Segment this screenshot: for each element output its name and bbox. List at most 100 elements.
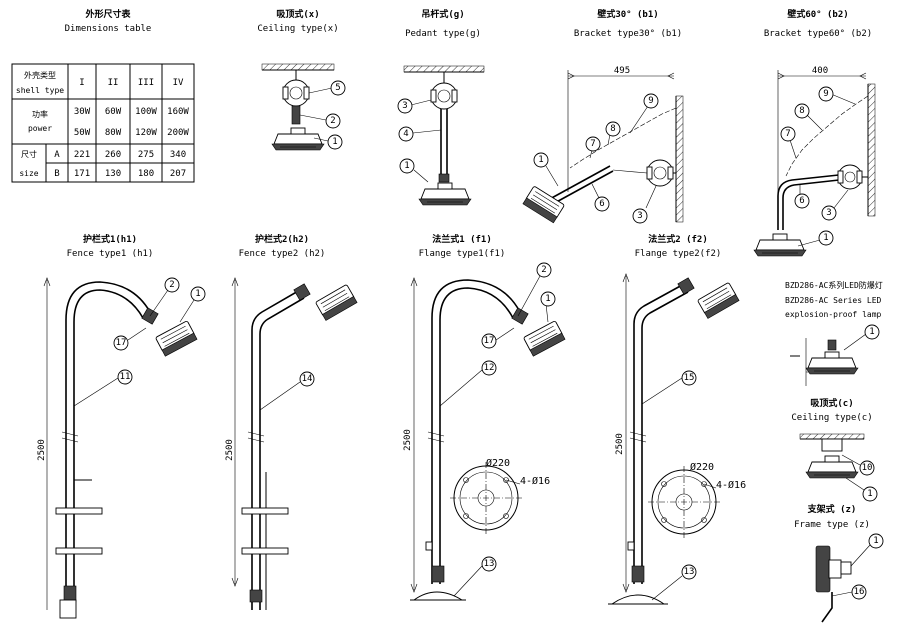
callout-15: 15 <box>684 373 695 383</box>
series-line1: BZD286-AC系列LED防爆灯 <box>785 280 883 290</box>
fence2-view: 护栏式2(h2) Fence type2 (h2) 2500 14 <box>225 233 358 610</box>
size-a-2: 260 <box>105 150 121 160</box>
power-4a: 160W <box>167 107 189 117</box>
callout-12: 12 <box>484 363 495 373</box>
size-a-3: 275 <box>138 150 154 160</box>
bracket30-title-cn: 壁式30° (b1) <box>597 8 658 20</box>
callout-13-f2: 13 <box>684 567 695 577</box>
power-cn: 功率 <box>32 109 48 119</box>
pendant-lamp-icon <box>418 182 472 206</box>
flange1-lamp-icon <box>522 320 566 357</box>
series-block: BZD286-AC系列LED防爆灯 BZD286-AC Series LED e… <box>785 280 883 386</box>
callout-1-f1: 1 <box>545 294 550 304</box>
dimensions-table: 外形尺寸表 Dimensions table 外壳类型 shell type I… <box>11 8 195 183</box>
flange1-title-en: Flange type1(f1) <box>419 249 506 259</box>
header-cn: 外壳类型 <box>24 70 56 80</box>
callout-8-b1: 8 <box>610 124 615 134</box>
flange2-diameter: Ø220 <box>690 461 714 473</box>
type-1: I <box>79 78 84 88</box>
type-2: II <box>108 78 119 88</box>
fence1-height: 2500 <box>37 439 47 461</box>
flange1-view: 法兰式1 (f1) Flange type1(f1) 2500 Ø220 4-Ø… <box>403 233 566 601</box>
callout-6-b2: 6 <box>799 196 804 206</box>
bracket60-dim: 400 <box>812 66 828 76</box>
row-b-label: B <box>54 169 59 179</box>
bracket60-view: 壁式60° (b2) Bracket type60° (b2) 400 9 8 … <box>753 8 876 257</box>
power-1a: 30W <box>74 107 91 117</box>
callout-1-b1: 1 <box>538 155 543 165</box>
flange2-holes: 4-Ø16 <box>716 479 746 491</box>
power-2a: 60W <box>105 107 122 117</box>
pendant-view: 吊杆式(g) Pedant type(g) 3 4 1 <box>397 8 485 206</box>
size-b-4: 207 <box>170 169 186 179</box>
flange1-diameter: Ø220 <box>486 457 510 469</box>
ceiling-c-title-en: Ceiling type(c) <box>791 413 872 423</box>
power-4b: 200W <box>167 128 189 138</box>
callout-3-b2: 3 <box>826 208 831 218</box>
callout-4: 4 <box>403 129 408 139</box>
callout-5: 5 <box>335 83 340 93</box>
callout-1-pendant: 1 <box>404 161 409 171</box>
callout-2-h1: 2 <box>169 280 174 290</box>
frame-title-en: Frame type (z) <box>794 520 870 530</box>
ceiling-view: 吸顶式(x) Ceiling type(x) 5 2 1 <box>257 8 346 151</box>
callout-16: 16 <box>854 587 865 597</box>
row-a-label: A <box>54 150 60 160</box>
size-b-2: 130 <box>105 169 121 179</box>
size-en: size <box>19 169 38 178</box>
callout-17-h1: 17 <box>116 338 127 348</box>
series-line3: explosion-proof lamp <box>785 310 882 319</box>
callout-1-frame: 1 <box>873 536 878 546</box>
callout-1-h1: 1 <box>195 289 200 299</box>
pendant-title-cn: 吊杆式(g) <box>421 8 464 20</box>
flange2-title-en: Flange type2(f2) <box>635 249 722 259</box>
callout-17-f1: 17 <box>484 336 495 346</box>
callout-2-f1: 2 <box>541 265 546 275</box>
size-cn: 尺寸 <box>21 149 37 159</box>
callout-14: 14 <box>302 374 313 384</box>
power-en: power <box>28 124 52 133</box>
fence1-title-cn: 护栏式1(h1) <box>83 233 137 245</box>
bracket60-title-en: Bracket type60° (b2) <box>764 29 872 39</box>
callout-9-b1: 9 <box>648 96 653 106</box>
size-a-1: 221 <box>74 150 90 160</box>
callout-2: 2 <box>330 116 335 126</box>
callout-11: 11 <box>120 372 131 382</box>
flange1-holes: 4-Ø16 <box>520 475 550 487</box>
power-1b: 50W <box>74 128 91 138</box>
table-border <box>11 63 195 183</box>
fence2-title-en: Fence type2 (h2) <box>239 249 326 259</box>
series-line2: BZD286-AC Series LED <box>785 296 882 305</box>
callout-13: 13 <box>484 559 495 569</box>
power-3a: 100W <box>135 107 157 117</box>
ceiling-c-view: 吸顶式(c) Ceiling type(c) 10 1 <box>791 397 878 502</box>
callout-7-b1: 7 <box>590 139 595 149</box>
callout-10: 10 <box>862 463 873 473</box>
ceiling-title-en: Ceiling type(x) <box>257 24 338 34</box>
bracket30-view: 壁式30° (b1) Bracket type30° (b1) 495 9 8 … <box>522 8 684 224</box>
callout-9-b2: 9 <box>823 89 828 99</box>
pendant-title-en: Pedant type(g) <box>405 29 481 39</box>
series-lamp-icon <box>805 351 859 375</box>
table-title-cn: 外形尺寸表 <box>84 8 131 20</box>
fence2-lamp-icon <box>314 283 358 321</box>
bracket60-lamp-icon <box>753 233 807 257</box>
flange2-title-cn: 法兰式2 (f2) <box>648 233 708 245</box>
bracket30-lamp-icon <box>522 185 566 224</box>
bracket30-dim: 495 <box>614 66 630 76</box>
fence1-lamp-icon <box>154 320 198 357</box>
flange2-height: 2500 <box>615 433 625 455</box>
callout-6-b1: 6 <box>599 199 604 209</box>
callout-3-pendant: 3 <box>402 101 407 111</box>
size-b-3: 180 <box>138 169 154 179</box>
power-2b: 80W <box>105 128 122 138</box>
callout-1: 1 <box>332 137 337 147</box>
flange1-title-cn: 法兰式1 (f1) <box>432 233 492 245</box>
size-a-4: 340 <box>170 150 186 160</box>
callout-7-b2: 7 <box>785 129 790 139</box>
callout-1-c: 1 <box>867 489 872 499</box>
ceiling-lamp-icon <box>271 127 325 151</box>
callout-1-series: 1 <box>869 327 874 337</box>
callout-8-b2: 8 <box>799 106 804 116</box>
